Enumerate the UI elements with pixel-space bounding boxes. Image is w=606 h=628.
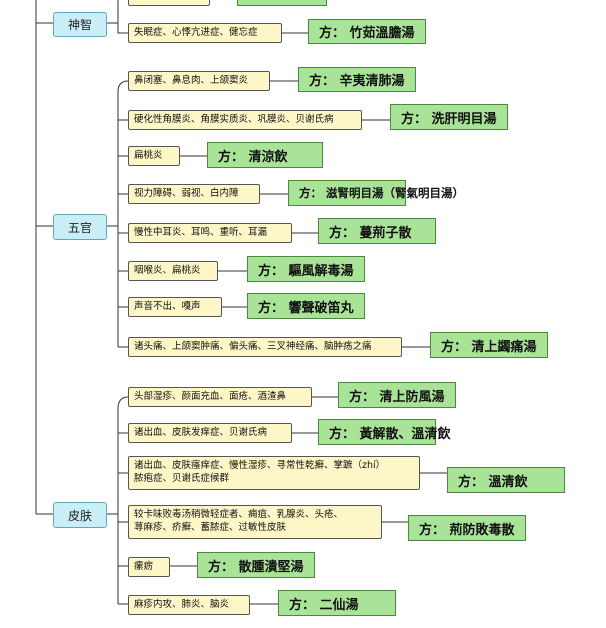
symptom-box: 声音不出、嘎声 [128,297,222,317]
category-pifu: 皮肤 [53,502,107,528]
formula-box: 方： 驅風解毒湯 [247,256,365,282]
formula-box: 方： 溫清飲 [447,467,565,493]
category-shenzhi: 神智 [53,12,107,37]
category-wuguan: 五官 [53,214,107,240]
formula-box: 方： 清涼飲 [207,142,323,168]
symptom-box: 硬化性角膜炎、角膜实质炎、巩膜炎、贝谢氏病 [128,110,362,130]
formula-box: 方： 竹茹溫膽湯 [308,19,426,44]
symptom-box: 失眠症、心悸亢进症、健忘症 [128,23,282,43]
symptom-box-multiline: 较卡味败毒汤稍微轻症者、痈疽、乳腺炎、头疮、 荨麻疹、疥癬、蓄脓症、过敏性皮肤 [128,505,382,539]
formula-box: 方： 散腫潰堅湯 [197,552,315,578]
symptom-box-multiline: 诸出血、皮肤瘙痒症、慢性湿疹、寻常性乾癬、掌蹠（zhí） 脓疱症、贝谢氏症候群 [128,456,420,490]
formula-box: 方： 荊防敗毒散 [408,515,526,541]
formula-box: 方： 蔓荊子散 [318,218,436,244]
formula-box: 方： 清上防風湯 [338,382,456,408]
symptom-box: 视力障碍、弱视、白内障 [128,184,260,204]
symptom-box: 诸头痛、上颌窦肿痛、偏头痛、三叉神经痛、脑肿疡之痛 [128,337,402,357]
formula-box: 方： 二仙湯 [278,590,396,616]
symptom-line-2: 荨麻疹、疥癬、蓄脓症、过敏性皮肤 [134,522,287,533]
symptom-box: 鼻闭塞、鼻息肉、上颌窦炎 [128,71,270,91]
formula-box: 方： 洗肝明目湯 [390,104,508,130]
symptom-box: 咽喉炎、扁桃炎 [128,261,218,281]
symptom-line-1: 较卡味败毒汤稍微轻症者、痈疽、乳腺炎、头疮、 [134,509,344,520]
symptom-box: 麻疹内攻、肺炎、脑炎 [128,595,250,615]
formula-box: 方： 滋腎明目湯（腎氣明目湯） [288,180,464,206]
symptom-box: 慢性中耳炎、耳鸣、重听、耳漏 [128,223,292,243]
symptom-box: 头部湿疹、颜面充血、面疮、酒渣鼻 [128,387,312,407]
formula-box: 方： 清上蠲痛湯 [430,332,548,358]
clipped-symptom-box [128,0,210,6]
symptom-box: 扁桃炎 [128,146,180,166]
symptom-box: 瘰疬 [128,557,170,577]
formula-box: 方： 辛夷清肺湯 [298,67,416,92]
symptom-line-2: 脓疱症、贝谢氏症候群 [134,473,230,484]
formula-box: 方： 黃解散、溫清飲 [318,419,451,445]
symptom-box: 诸出血、皮肤发痒症、贝谢氏病 [128,423,292,443]
formula-box: 方： 響聲破笛丸 [247,293,365,319]
clipped-formula-box [237,0,327,6]
symptom-line-1: 诸出血、皮肤瘙痒症、慢性湿疹、寻常性乾癬、掌蹠（zhí） [134,460,386,471]
